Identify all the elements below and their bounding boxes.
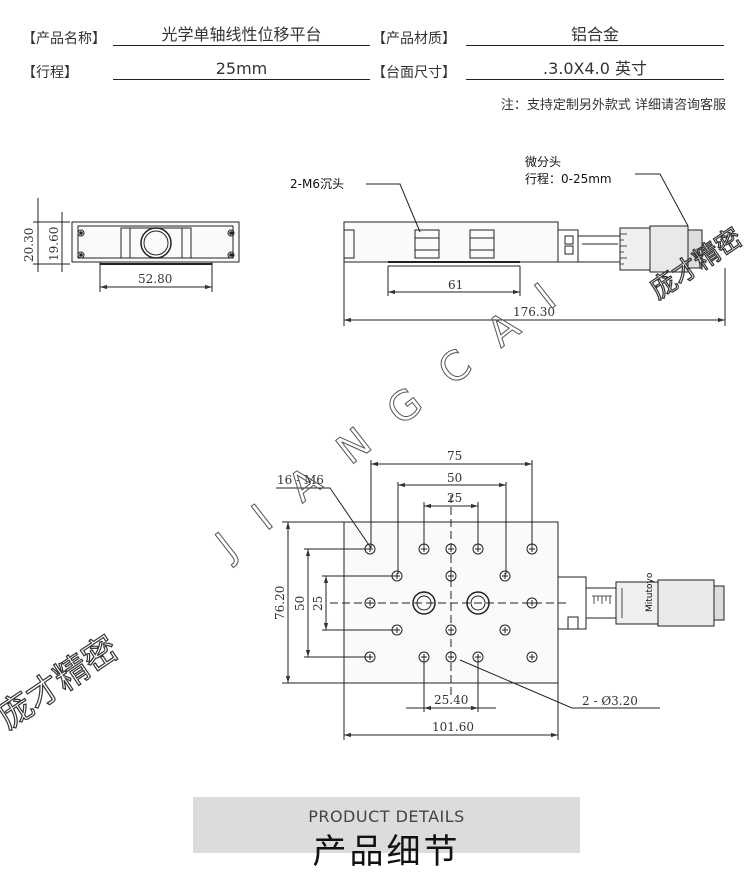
- product-details-banner: PRODUCT DETAILS 产品细节: [193, 797, 580, 872]
- front-view: [343, 173, 726, 326]
- thread-hole: [472, 543, 484, 555]
- front-label-countersink: 2-M6沉头: [290, 177, 344, 191]
- top-dim-height-25: 25: [311, 596, 325, 611]
- thread-hole: [391, 624, 403, 636]
- micrometer-brand: Mitutoyo: [645, 572, 655, 612]
- top-view-holes: [364, 543, 538, 663]
- thread-hole: [499, 570, 511, 582]
- spec-table-label: 【台面尺寸】: [372, 65, 456, 81]
- thread-hole: [445, 651, 457, 663]
- thread-hole: [526, 597, 538, 609]
- front-dim-length: 176.30: [513, 305, 555, 319]
- spec-name-label: 【产品名称】: [22, 31, 106, 47]
- thread-hole: [472, 651, 484, 663]
- watermark-brand-left: 庞才精密: [0, 628, 126, 737]
- thread-hole: [364, 543, 376, 555]
- thread-hole: [364, 597, 376, 609]
- front-label-micrometer-1: 微分头: [525, 155, 561, 169]
- thread-hole: [445, 570, 457, 582]
- top-dim-50: 50: [447, 471, 462, 485]
- top-dim-10160: 101.60: [432, 720, 474, 734]
- thread-hole: [499, 624, 511, 636]
- top-label-threads: 16 - M6: [277, 473, 324, 487]
- spec-travel-value: 25mm: [113, 59, 370, 80]
- thread-hole: [445, 624, 457, 636]
- thread-hole: [445, 543, 457, 555]
- thread-hole: [526, 651, 538, 663]
- top-view: [276, 460, 725, 740]
- thread-hole: [364, 651, 376, 663]
- spec-travel-label: 【行程】: [22, 65, 78, 81]
- banner-title-en: PRODUCT DETAILS: [308, 807, 465, 826]
- front-micrometer-scale: [620, 233, 627, 265]
- top-label-holes: 2 - Ø3.20: [582, 694, 638, 708]
- top-dim-height-50: 50: [293, 596, 307, 611]
- top-micrometer-scale: [592, 588, 623, 618]
- side-view: [33, 198, 240, 292]
- top-dim-75: 75: [447, 449, 462, 463]
- banner-title-cn: 产品细节: [312, 832, 461, 872]
- side-dim-height-total: 20.30: [22, 228, 36, 262]
- top-dim-2540: 25.40: [434, 693, 468, 707]
- side-dim-width: 52.80: [138, 272, 172, 286]
- front-dim-61: 61: [448, 278, 463, 292]
- front-label-micrometer-2: 行程：0-25mm: [525, 171, 612, 186]
- spec-table-value: .3.0X4.0 英寸: [466, 59, 724, 80]
- spec-material-label: 【产品材质】: [372, 31, 456, 47]
- top-dim-height-7620: 76.20: [273, 586, 287, 620]
- thread-hole: [418, 651, 430, 663]
- thread-hole: [526, 543, 538, 555]
- customization-note: 注：支持定制另外款式 详细请咨询客服: [500, 98, 726, 113]
- top-dim-25: 25: [447, 491, 462, 505]
- spec-material-value: 铝合金: [466, 25, 724, 46]
- spec-name-value: 光学单轴线性位移平台: [113, 25, 370, 46]
- thread-hole: [418, 543, 430, 555]
- thread-hole: [391, 570, 403, 582]
- side-dim-height-body: 19.60: [47, 227, 61, 261]
